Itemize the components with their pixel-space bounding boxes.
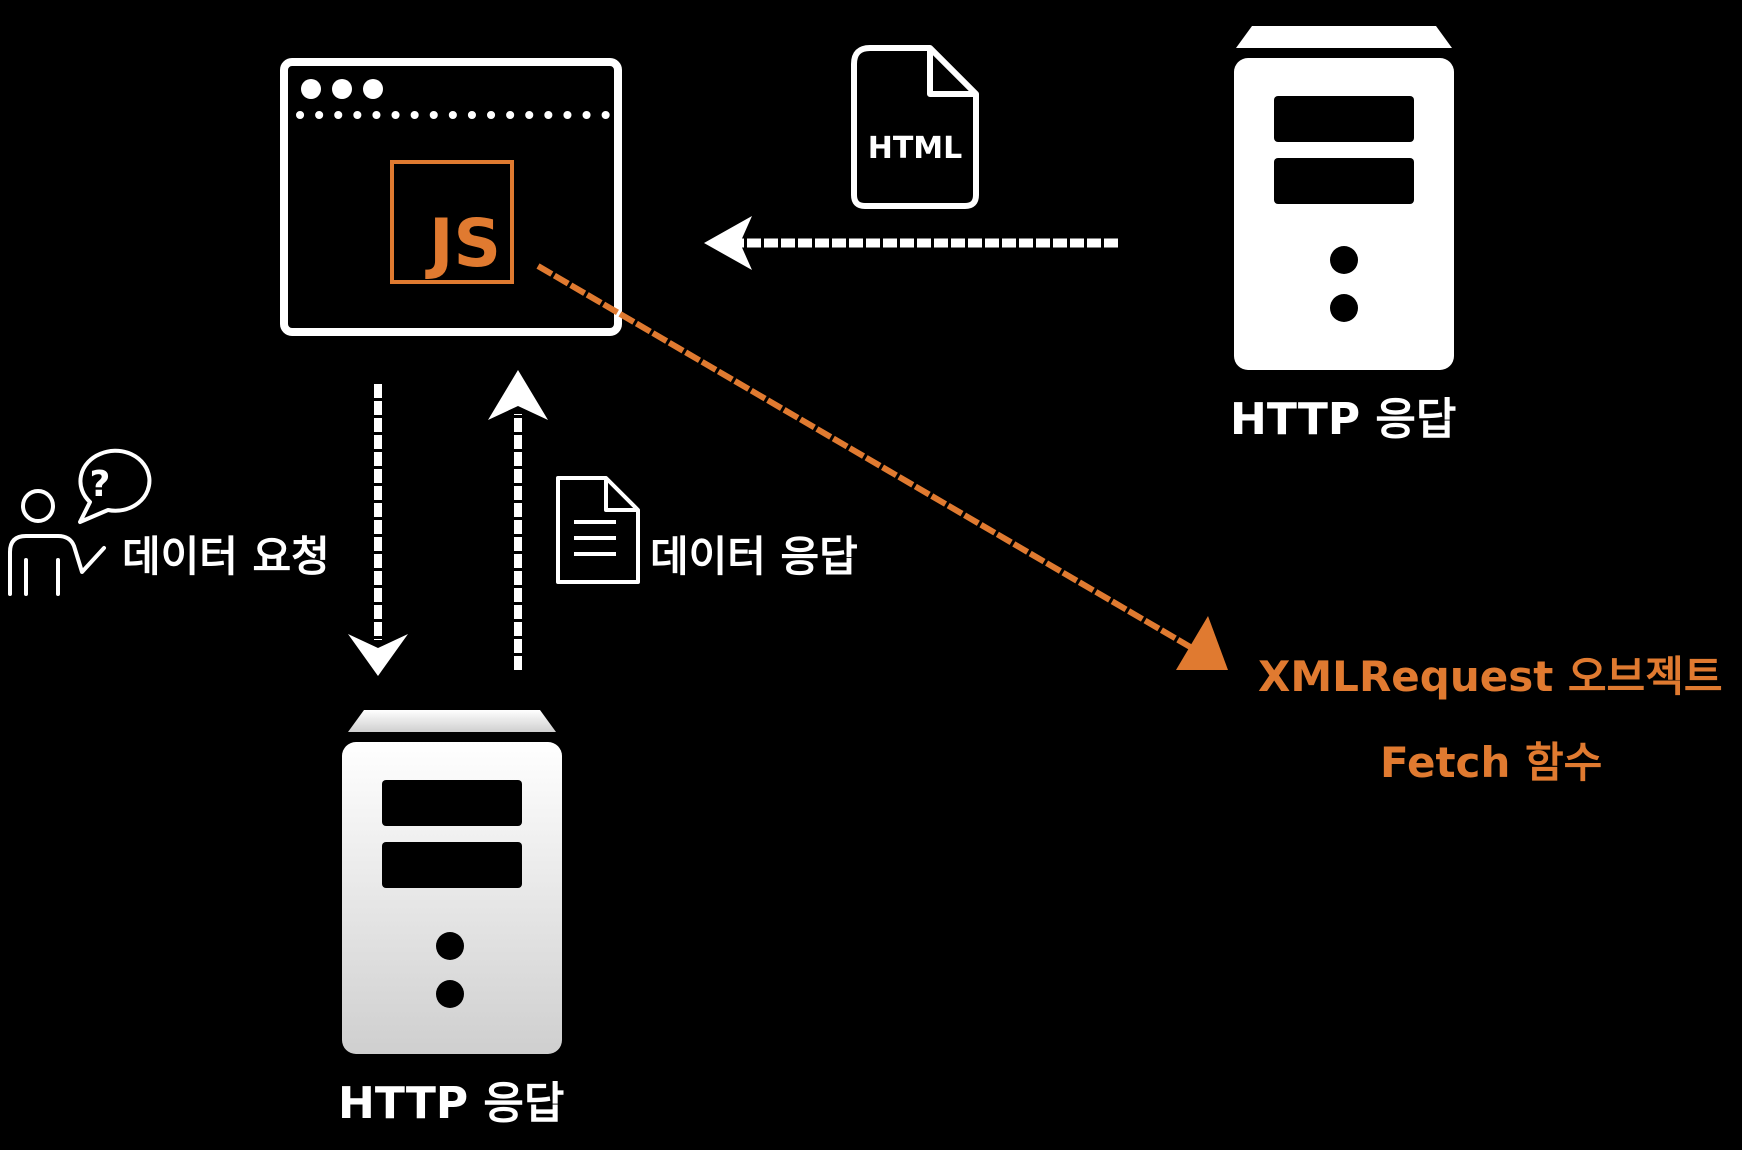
javascript-logo-icon: JS: [390, 160, 514, 284]
html-response-arrow: [704, 216, 1118, 270]
xmlrequest-label: XMLRequest 오브젝트: [1258, 652, 1723, 701]
data-response-label: 데이터 응답: [650, 532, 858, 581]
request-arrow: [348, 384, 408, 676]
html-file-icon: HTML: [851, 45, 979, 209]
fetch-label: Fetch 함수: [1380, 738, 1603, 787]
response-arrow: [488, 370, 548, 670]
data-request-label: 데이터 요청: [122, 532, 330, 581]
question-mark-text: ?: [90, 464, 111, 505]
api-arrow: [536, 263, 1228, 670]
document-icon: [556, 476, 640, 584]
server-top-label: HTTP 응답: [1230, 394, 1457, 445]
server-bottom-label: HTTP 응답: [338, 1078, 565, 1129]
person-question-icon: ?: [8, 448, 152, 596]
js-logo-text: JS: [425, 205, 501, 282]
server-icon: [1234, 26, 1454, 370]
html-file-text: HTML: [868, 131, 963, 166]
server-icon: [342, 710, 562, 1054]
browser-window-icon: [280, 58, 622, 336]
